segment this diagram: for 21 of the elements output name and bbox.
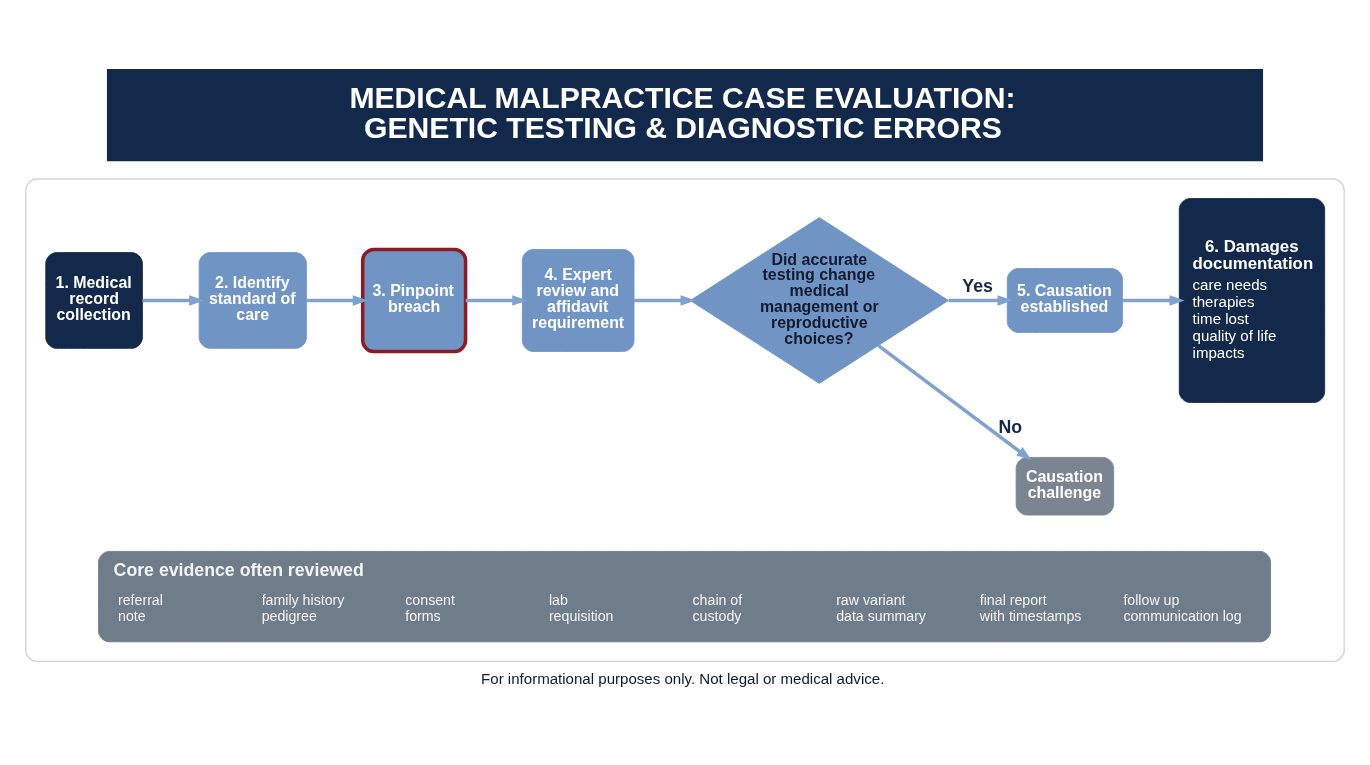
node-box: 1. Medical record collection — [45, 252, 143, 349]
node-box: 4. Expert review and affidavit requirement — [521, 249, 635, 352]
arrow — [142, 295, 205, 306]
arrow — [948, 295, 1013, 306]
arrow — [1122, 295, 1185, 306]
cluster — [25, 178, 1345, 662]
edge-label: Yes — [962, 275, 993, 296]
caption: For informational purposes only. Not legal or medical advice. — [481, 670, 885, 688]
arrow — [877, 344, 1032, 461]
node-box: 5. Causation established — [1006, 268, 1123, 333]
arrow — [634, 295, 696, 306]
node-box: 3. Pinpoint breach — [360, 247, 468, 354]
node-box: Core evidence often reviewed referral note family history pedigree consent forms lab requisition chain of custody raw variant data summary final report with timestamps follow up communication log — [98, 550, 1272, 643]
node-box: 2. Identify standard of care — [198, 252, 307, 349]
node-box: Causation challenge — [1015, 456, 1115, 516]
node-box: 6. Damages documentation care needs therapies time lost quality of life impacts — [1178, 198, 1326, 403]
edge-label: No — [998, 417, 1023, 438]
arrow — [465, 295, 528, 306]
arrow — [306, 295, 368, 306]
diagram-title: MEDICAL MALPRACTICE CASE EVALUATION: GENETIC TESTING & DIAGNOSTIC ERRORS — [349, 81, 1016, 145]
node-diamond: Did accurate testing change medical management or reproductive choices? — [689, 217, 949, 384]
